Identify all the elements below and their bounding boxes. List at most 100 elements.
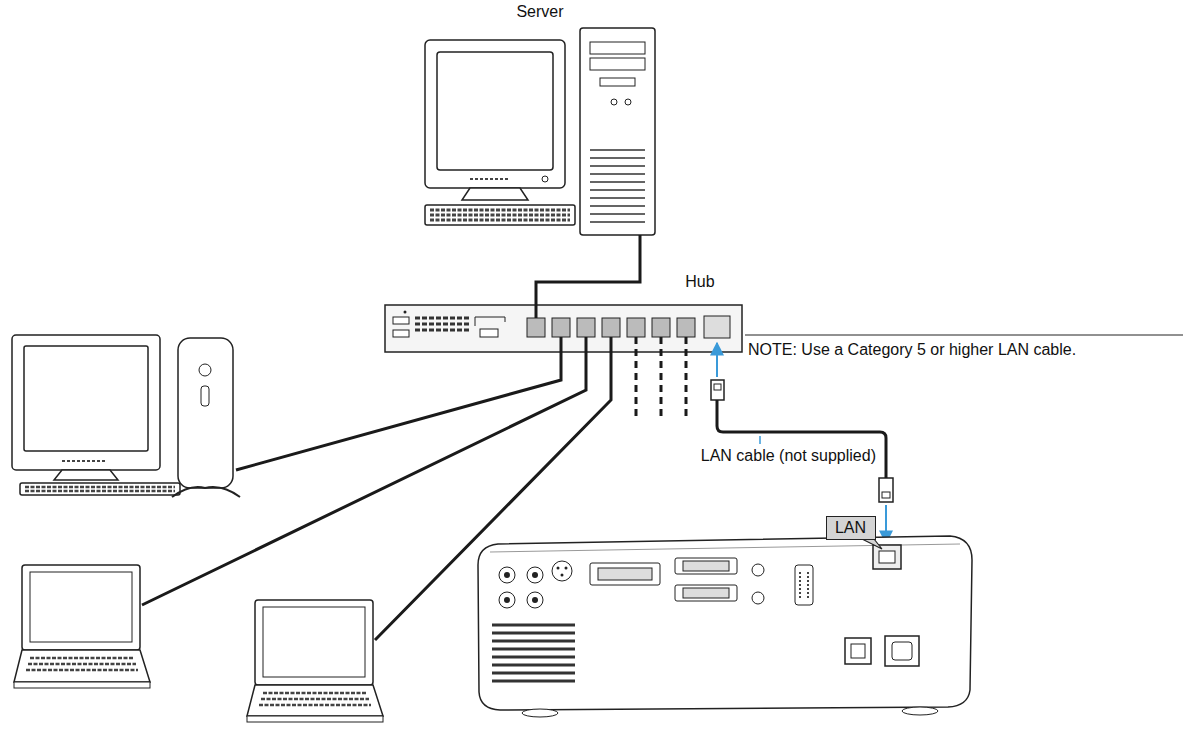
desktop-monitor [12, 335, 160, 480]
desktop-tower [172, 338, 240, 497]
hub-port [677, 318, 695, 337]
server-tower [600, 78, 635, 86]
projector-connector [879, 551, 895, 563]
laptop [26, 669, 138, 672]
projector-body [902, 707, 938, 715]
hub-box [480, 329, 498, 337]
laptop [30, 572, 132, 642]
callout-pointer [862, 539, 882, 549]
hub-box [393, 317, 409, 324]
projector-connector [557, 567, 560, 570]
projector-connector [590, 563, 660, 585]
projector-connector [683, 561, 729, 571]
desktop-monitor [24, 346, 148, 451]
server-monitor [425, 40, 565, 200]
laptop [255, 600, 373, 685]
projector-connector [527, 567, 543, 583]
hub-port [602, 318, 620, 337]
lan-cable [535, 305, 538, 318]
projector-connector [504, 597, 510, 603]
server-tower [625, 99, 631, 105]
dashed-cable [636, 337, 686, 420]
server-keyboard [425, 205, 575, 225]
note-text: NOTE: Use a Category 5 or higher LAN cab… [748, 341, 1076, 359]
hub-box [415, 329, 470, 332]
projector-connector [527, 592, 543, 608]
projector-connector [499, 592, 515, 608]
laptop [263, 607, 365, 677]
desktop-keyboard [20, 483, 180, 495]
laptop [259, 704, 371, 707]
dashed-cable [635, 337, 638, 420]
hub-box [415, 317, 470, 320]
server-tower [611, 99, 617, 105]
projector-body [522, 709, 558, 717]
hub-port [527, 316, 730, 338]
projector-body [478, 536, 972, 710]
blue-arrow [717, 343, 886, 543]
projector-connector [675, 585, 737, 601]
hub-port [527, 318, 545, 337]
node-label: Server [516, 3, 563, 21]
desktop-keyboard [25, 490, 175, 493]
server-monitor [425, 40, 565, 188]
hub-box [385, 305, 742, 352]
laptop [247, 600, 383, 722]
port-callout: LAN [826, 516, 876, 540]
note-rule [745, 335, 1183, 336]
lan-plug [711, 380, 893, 502]
hub-box [385, 305, 742, 352]
lan-plug [711, 380, 724, 400]
projector-connector [499, 567, 515, 583]
laptop [14, 682, 150, 688]
laptop [14, 650, 150, 682]
projector-connector [873, 545, 901, 569]
projector-connector [675, 558, 737, 574]
server-tower [580, 28, 655, 235]
projector-connector [795, 565, 813, 605]
hub-box [393, 330, 409, 337]
blue-arrow [716, 343, 718, 377]
projector-connector [752, 564, 764, 576]
projector-connector [565, 567, 568, 570]
ac-inlet [892, 642, 912, 660]
desktop-tower [201, 386, 209, 406]
projector-connector [552, 561, 572, 581]
server-keyboard [425, 205, 575, 225]
hub-port [704, 316, 730, 338]
power-switch [851, 644, 865, 658]
hub-box [415, 323, 470, 326]
server-keyboard [430, 219, 570, 222]
laptop [30, 657, 134, 660]
node-label: Hub [685, 273, 714, 291]
laptop [247, 685, 383, 716]
power-switch [845, 638, 871, 664]
lan-cable [717, 400, 886, 478]
server-monitor [437, 52, 553, 170]
desktop-tower [178, 338, 233, 488]
ac-inlet [885, 636, 919, 666]
hub-port [552, 318, 570, 337]
projector-connector [800, 572, 808, 598]
projector-connector [683, 588, 729, 598]
projector-connector [504, 572, 510, 578]
server-keyboard [430, 209, 570, 212]
server-tower [580, 28, 655, 235]
server-tower [590, 42, 645, 54]
server-node: Server [425, 28, 657, 235]
ac-inlet [885, 636, 919, 666]
blue-arrow [759, 436, 761, 444]
node-label: LAN [835, 519, 866, 537]
hub-box [475, 317, 505, 326]
cable-label: LAN cable (not supplied) [701, 447, 876, 465]
server-keyboard [430, 214, 570, 217]
desktop-monitor [12, 335, 160, 470]
hub-box [404, 311, 407, 314]
lan-plug [882, 492, 890, 498]
desktop-tower [172, 487, 240, 497]
server-tower [590, 58, 645, 70]
server-tower [590, 150, 645, 222]
